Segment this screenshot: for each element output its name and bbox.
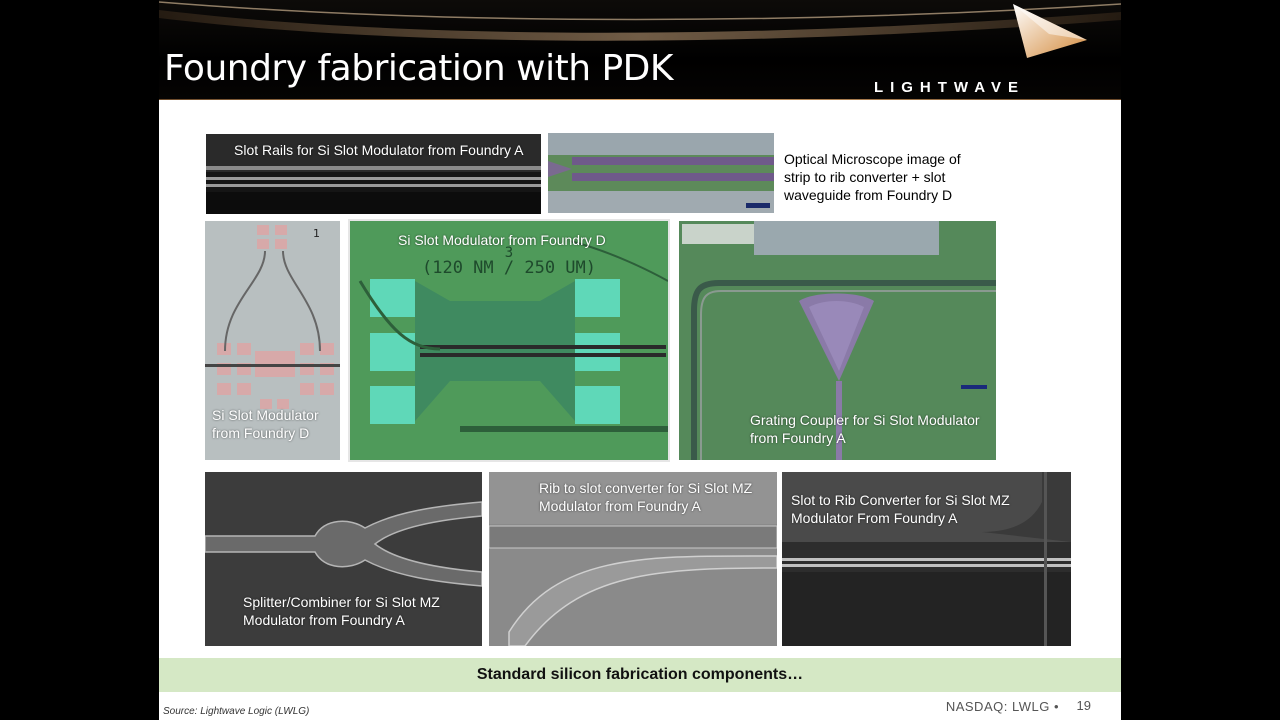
page-number: 19 [1076,698,1091,713]
si-slot-small-label: Si Slot Modulator from Foundry D [212,407,319,441]
ticker-text: NASDAQ: LWLG • [945,699,1059,714]
microscope-caption: Optical Microscope image of strip to rib… [784,151,961,203]
splitter-image: Splitter/Combiner for Si Slot MZ Modulat… [205,472,482,646]
svg-text:3: 3 [505,245,513,261]
splitter-label: Splitter/Combiner for Si Slot MZ Modulat… [243,594,440,628]
rib-to-slot-label: Rib to slot converter for Si Slot MZ Mod… [539,480,753,514]
grating-coupler-label: Grating Coupler for Si Slot Modulator fr… [750,412,980,446]
slot-rails-image: Slot Rails for Si Slot Modulator from Fo… [206,134,541,214]
slot-rails-label: Slot Rails for Si Slot Modulator from Fo… [234,142,524,158]
header-divider [159,99,1121,100]
source-note: Source: Lightwave Logic (LWLG) [163,706,310,717]
slide-header: Foundry fabrication with PDK LIGHTWAVE [159,0,1121,100]
lightwave-logo-icon [1013,4,1087,58]
rib-to-slot-image: Rib to slot converter for Si Slot MZ Mod… [489,472,777,646]
brand-name: LIGHTWAVE [873,79,1025,96]
si-slot-chip-small-image: 1 Si Slot Modulator from Foundry D [205,221,340,460]
chip-marking-text: (120 NM / 250 UM) [422,258,596,278]
page-title: Foundry fabrication with PDK [164,48,673,89]
grating-coupler-image: Grating Coupler for Si Slot Modulator fr… [679,221,996,460]
header-swoosh [159,1,1121,41]
microscope-strip-image [548,133,774,213]
svg-text:1: 1 [313,227,320,240]
footer-banner-text: Standard silicon fabrication components… [476,666,804,683]
si-slot-chip-large-image: (120 NM / 250 UM) 3 Si Slot Modulator fr… [348,219,670,462]
slot-to-rib-image: Slot to Rib Converter for Si Slot MZ Mod… [782,472,1071,646]
footer-banner: Standard silicon fabrication components… [159,658,1121,692]
slide: Foundry fabrication with PDK LIGHTWAVE S… [159,0,1121,720]
si-slot-large-label: Si Slot Modulator from Foundry D [398,232,606,248]
slot-to-rib-label: Slot to Rib Converter for Si Slot MZ Mod… [791,492,1010,526]
